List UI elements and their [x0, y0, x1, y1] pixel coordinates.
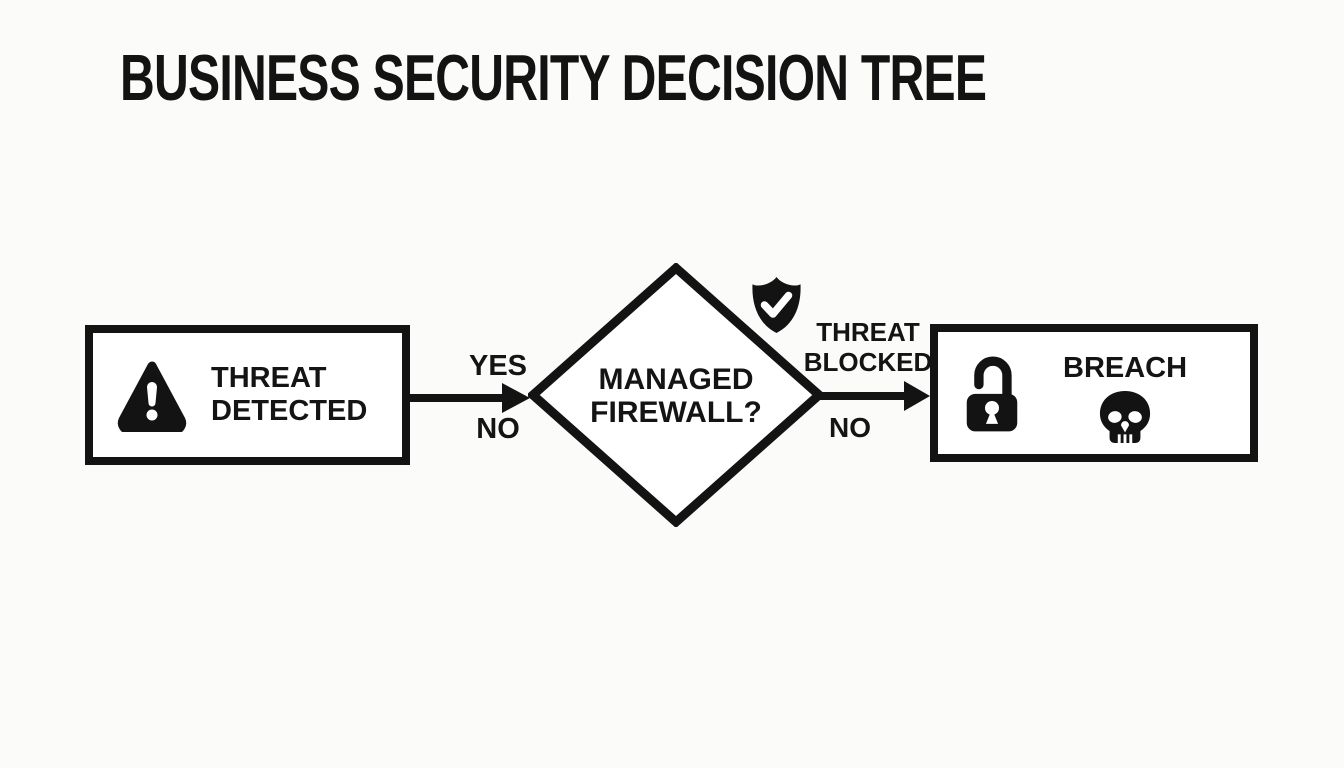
node-label-threat-detected: THREAT DETECTED — [211, 362, 368, 427]
node-breach: BREACH — [930, 324, 1258, 462]
warning-triangle-icon — [117, 358, 187, 432]
edge-label-yes: YES — [468, 350, 528, 382]
shield-check-icon — [750, 275, 803, 340]
edge-label-no-left: NO — [476, 413, 520, 445]
skull-icon — [1097, 390, 1153, 444]
page-title: BUSINESS SECURITY DECISION TREE — [120, 41, 987, 114]
edge-label-threat-blocked: THREAT BLOCKED — [803, 317, 933, 377]
unlocked-padlock-icon — [963, 354, 1021, 432]
node-label-breach: BREACH — [1063, 352, 1188, 384]
edge-arrow-firewall-to-breach — [820, 381, 930, 411]
node-threat-detected: THREAT DETECTED — [85, 325, 410, 465]
node-managed-firewall — [528, 263, 824, 527]
edge-arrow-detected-to-firewall — [410, 383, 530, 413]
node-label-breach-group: BREACH — [1063, 342, 1187, 444]
node-label-managed-firewall: MANAGED FIREWALL? — [590, 363, 762, 429]
edge-label-no-right: NO — [829, 412, 871, 443]
